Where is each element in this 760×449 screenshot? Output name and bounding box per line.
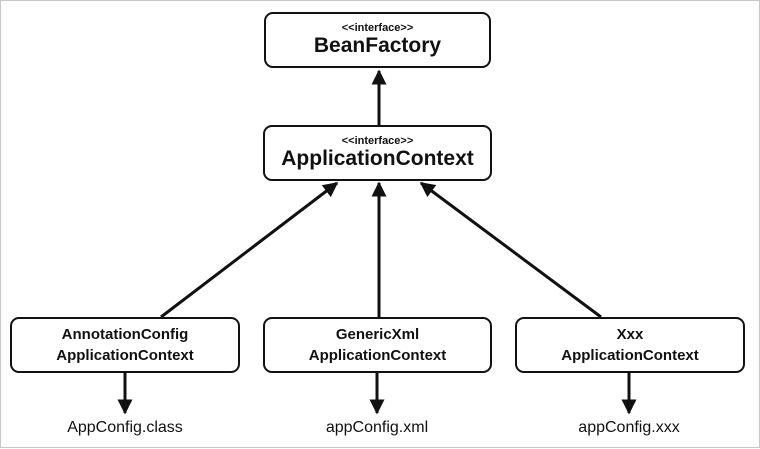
beanfactory-node: <<interface>> BeanFactory bbox=[264, 12, 491, 68]
annotationconfig-node: AnnotationConfig ApplicationContext bbox=[10, 317, 240, 373]
arrow-xxx-to-applicationcontext bbox=[419, 181, 602, 319]
applicationcontext-node: <<interface>> ApplicationContext bbox=[263, 125, 492, 181]
xxx-line1: Xxx bbox=[616, 326, 644, 343]
beanfactory-name: BeanFactory bbox=[313, 34, 442, 57]
xxx-node: Xxx ApplicationContext bbox=[515, 317, 745, 373]
annotationconfig-line2: ApplicationContext bbox=[56, 347, 194, 364]
beanfactory-stereotype: <<interface>> bbox=[341, 22, 414, 34]
genericxml-node: GenericXml ApplicationContext bbox=[263, 317, 492, 373]
xxx-line2: ApplicationContext bbox=[561, 347, 699, 364]
config-label-annotationconfig: AppConfig.class bbox=[67, 419, 183, 436]
config-label-xxx: appConfig.xxx bbox=[578, 419, 680, 436]
annotationconfig-line1: AnnotationConfig bbox=[61, 326, 189, 343]
applicationcontext-stereotype: <<interface>> bbox=[341, 135, 414, 147]
config-label-genericxml: appConfig.xml bbox=[325, 419, 429, 436]
arrow-annotationconfig-to-applicationcontext bbox=[160, 181, 339, 319]
genericxml-line1: GenericXml bbox=[335, 326, 420, 343]
genericxml-line2: ApplicationContext bbox=[308, 347, 447, 364]
applicationcontext-name: ApplicationContext bbox=[281, 147, 474, 170]
